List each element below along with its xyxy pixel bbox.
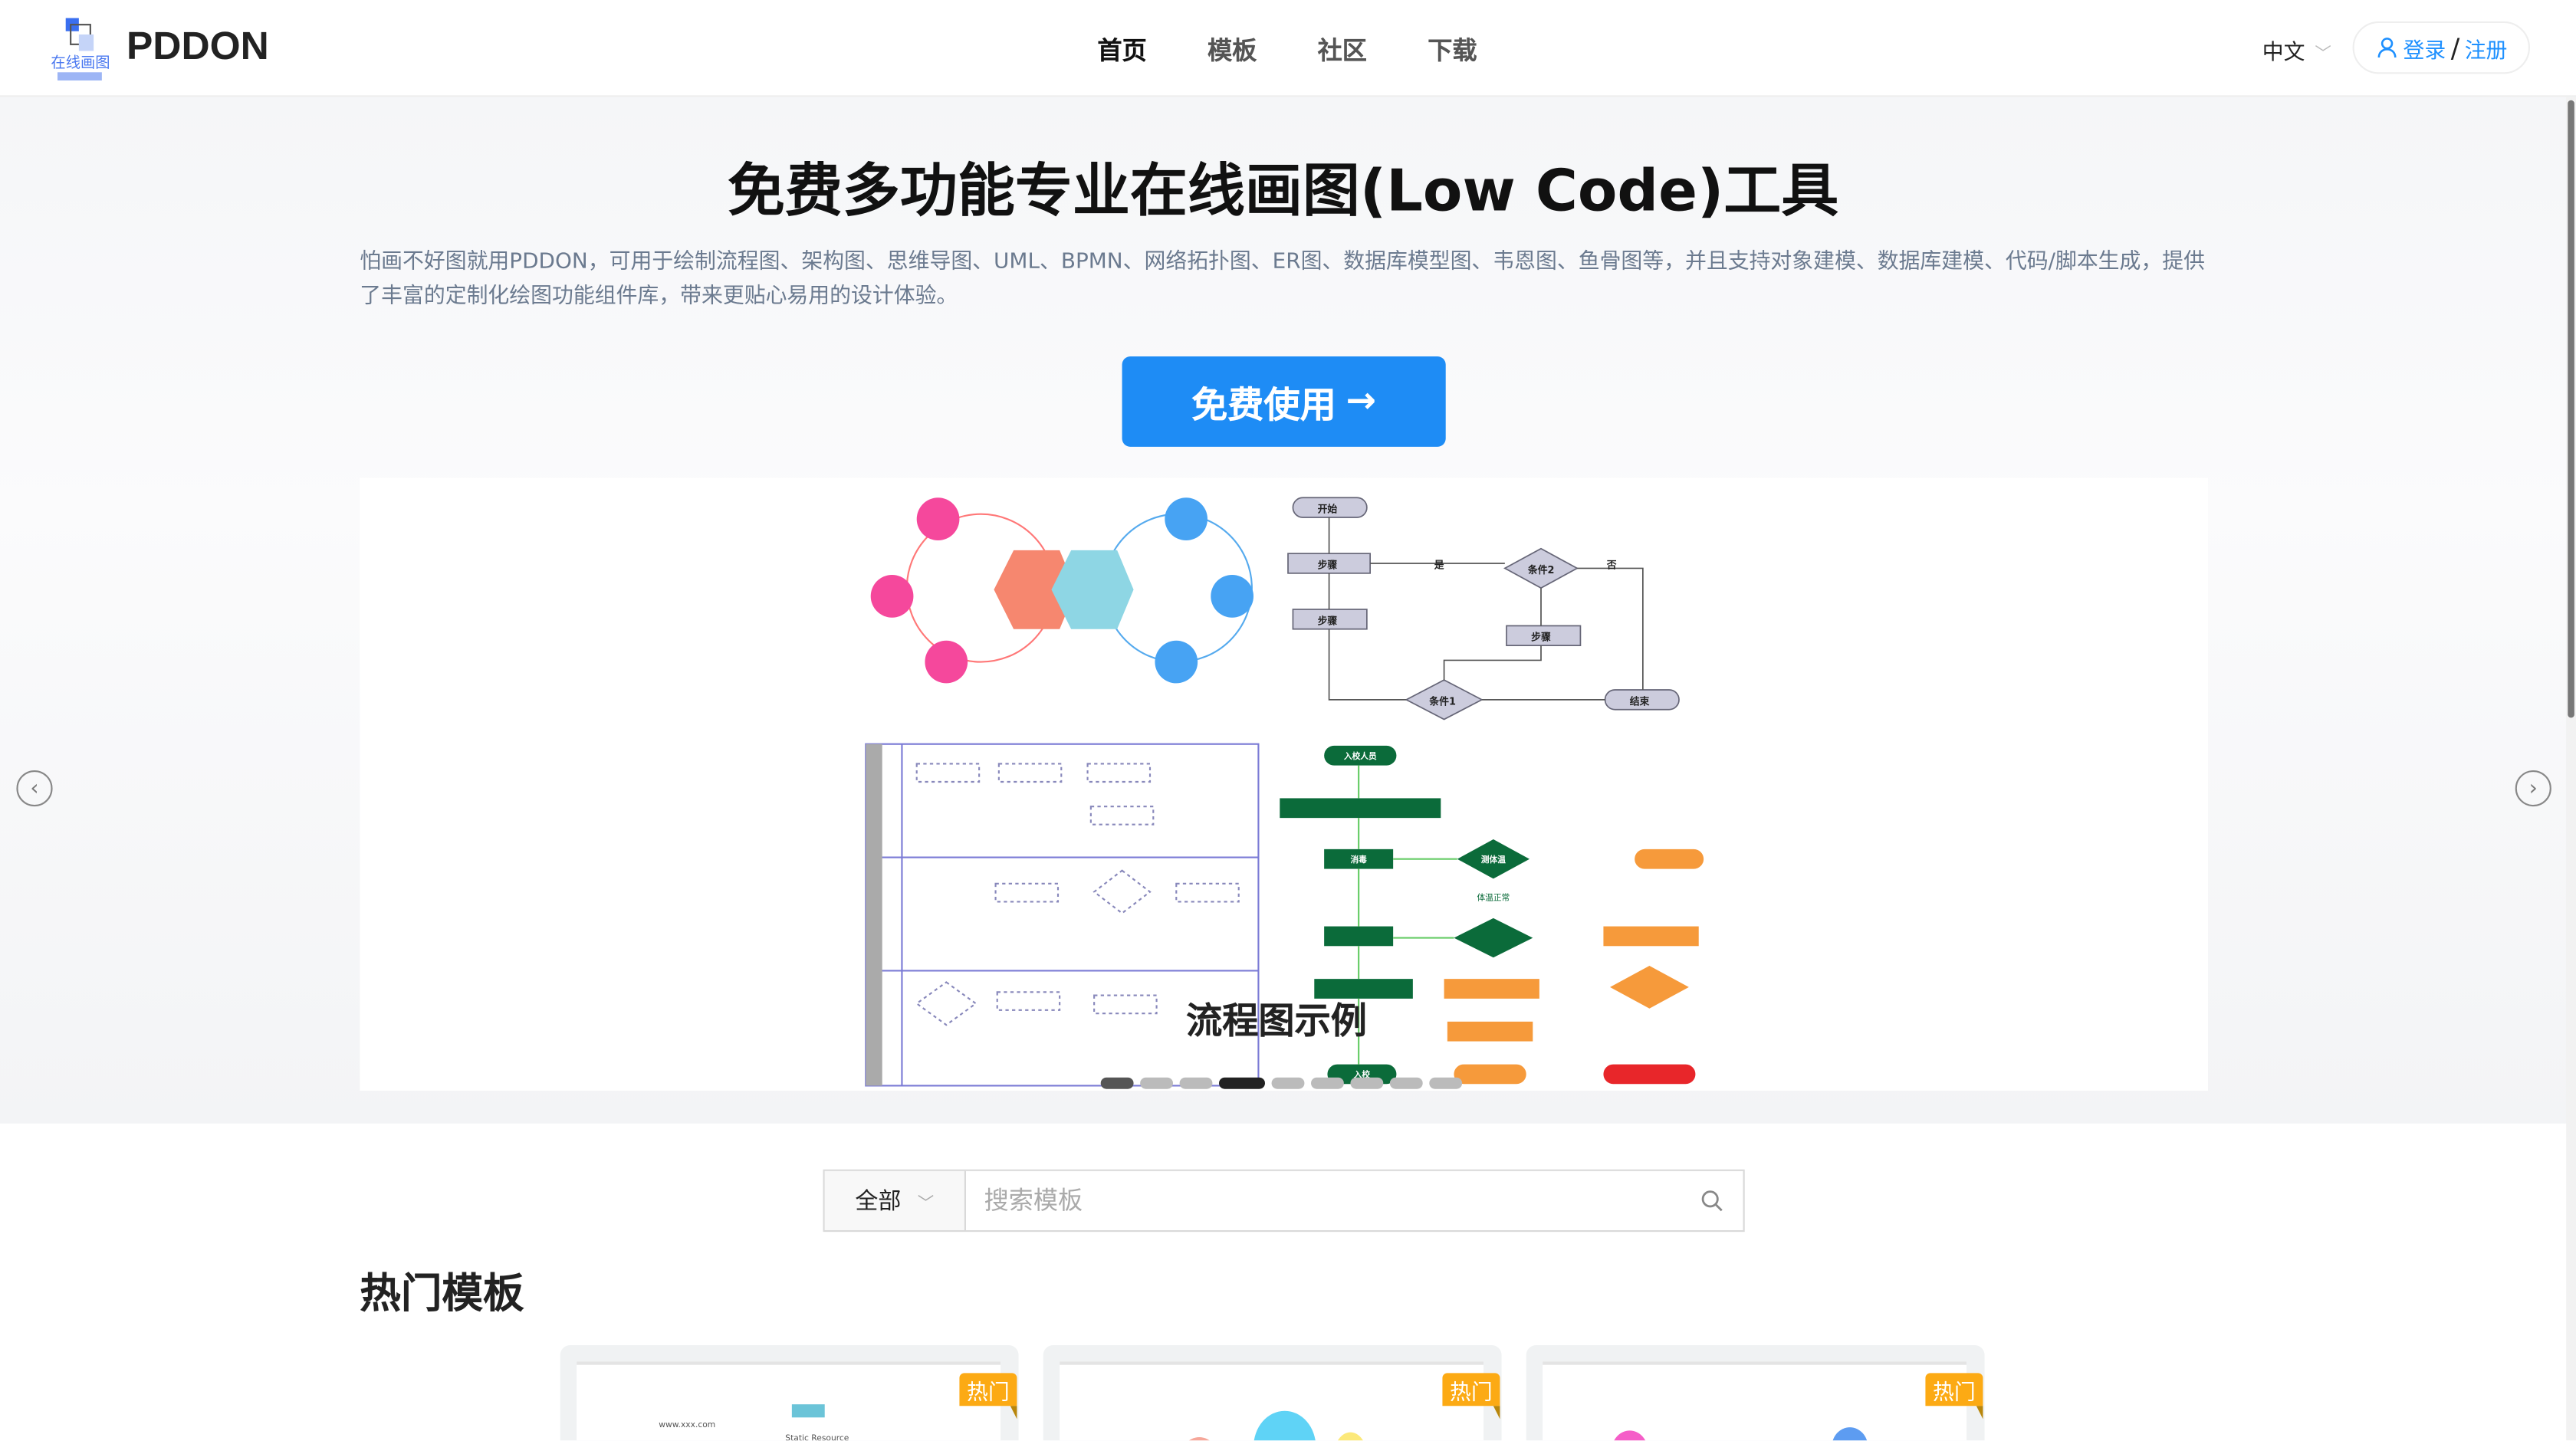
chevron-down-icon: ﹀ [2315, 46, 2331, 64]
diagram-label-enter-school: 入校 [1354, 1070, 1371, 1080]
language-label: 中文 [2262, 41, 2305, 66]
hot-badge: 热门 [1925, 1373, 1983, 1420]
chevron-right-icon: › [2528, 776, 2538, 801]
category-label: 全部 [855, 1189, 902, 1216]
diagram-label-step: 步骤 [1318, 559, 1338, 571]
carousel-dot[interactable] [1271, 1077, 1305, 1089]
hero-description: 怕画不好图就用PDDON，可用于绘制流程图、架构图、思维导图、UML、BPMN、… [360, 249, 2205, 309]
diagram-label-step: 步骤 [1531, 632, 1551, 644]
nav-community[interactable]: 社区 [1317, 36, 1367, 66]
top-navbar: 在线画图 PDDON 首页 模板 社区 下载 中文 ﹀ 登录 / 注册 [0, 0, 2576, 97]
diagram-label-disinfect: 消毒 [1350, 855, 1367, 865]
page-scrollbar[interactable] [2566, 97, 2576, 1441]
diagram-label-temp-normal: 体温正常 [1477, 892, 1510, 902]
carousel-next-button[interactable]: › [2515, 770, 2551, 807]
carousel-dot-active[interactable] [1219, 1077, 1265, 1089]
cta-label: 免费使用 [1191, 385, 1336, 427]
search-input[interactable] [966, 1170, 1681, 1230]
template-search-bar: 全部 ﹀ [823, 1169, 1745, 1233]
free-use-button[interactable]: 免费使用→ [1122, 356, 1446, 447]
example-carousel[interactable]: 开始 步骤 步骤 条件2 是 否 步骤 条件1 结束 入校人员 [360, 478, 2209, 1091]
user-icon [2377, 38, 2397, 58]
login-link[interactable]: 登录 [2403, 38, 2446, 64]
carousel-dot[interactable] [1179, 1077, 1213, 1089]
chevron-down-icon: ﹀ [917, 1194, 935, 1213]
search-icon [1701, 1190, 1723, 1212]
diagram-label-condition1: 条件1 [1428, 695, 1456, 707]
template-card[interactable]: 热门 [1526, 1345, 1985, 1441]
carousel-dot[interactable] [1311, 1077, 1344, 1089]
diagram-label-step: 步骤 [1318, 615, 1338, 627]
register-link[interactable]: 注册 [2464, 38, 2508, 64]
carousel-dot[interactable] [1140, 1077, 1173, 1089]
template-thumbnail [1060, 1361, 1484, 1441]
diagram-label-no: 否 [1606, 560, 1617, 571]
carousel-dot[interactable] [1429, 1077, 1463, 1089]
diagram-label-entry-person: 入校人员 [1344, 751, 1377, 761]
diagram-label-condition2: 条件2 [1527, 564, 1555, 576]
diagram-label-end: 结束 [1630, 695, 1650, 707]
scrollbar-thumb[interactable] [2568, 100, 2574, 718]
carousel-indicators [1100, 1077, 1463, 1089]
nav-home[interactable]: 首页 [1097, 36, 1147, 66]
hot-badge: 热门 [1442, 1373, 1500, 1420]
hot-templates-title: 热门模板 [360, 1269, 524, 1318]
category-select[interactable]: 全部 ﹀ [824, 1170, 966, 1230]
nav-download[interactable]: 下载 [1428, 36, 1477, 66]
hot-badge: 热门 [959, 1373, 1017, 1420]
flowchart-example-image: 开始 步骤 步骤 条件2 是 否 步骤 条件1 结束 入校人员 [865, 497, 1704, 1087]
nav-templates[interactable]: 模板 [1208, 36, 1257, 66]
carousel-dot[interactable] [1100, 1077, 1134, 1089]
carousel-dot[interactable] [1350, 1077, 1384, 1089]
brand-name[interactable]: PDDON [127, 25, 269, 69]
svg-text:在线画图: 在线画图 [51, 54, 110, 71]
search-button[interactable] [1681, 1171, 1743, 1230]
svg-text:Static Resource: Static Resource [785, 1433, 849, 1440]
arrow-right-icon: → [1346, 381, 1377, 422]
diagram-label-start: 开始 [1318, 504, 1338, 516]
language-select[interactable]: 中文 ﹀ [2262, 34, 2331, 66]
login-register-button[interactable]: 登录 / 注册 [2352, 21, 2530, 74]
svg-text:www.xxx.com: www.xxx.com [659, 1420, 715, 1430]
template-card[interactable]: 热门 [1043, 1345, 1502, 1441]
main-nav: 首页 模板 社区 下载 [1097, 33, 1477, 67]
chevron-left-icon: ‹ [30, 776, 39, 801]
template-thumbnail [1543, 1361, 1967, 1441]
diagram-label-yes: 是 [1434, 560, 1444, 571]
carousel-dot[interactable] [1389, 1077, 1423, 1089]
diagram-label-measure-temp: 测体温 [1481, 855, 1506, 865]
carousel-prev-button[interactable]: ‹ [16, 770, 53, 807]
carousel-caption: 流程图示例 [1186, 1002, 1367, 1043]
hero-title: 免费多功能专业在线画图(Low Code)工具 [727, 159, 1839, 225]
logo[interactable]: 在线画图 [49, 13, 115, 82]
separator: / [2450, 31, 2460, 64]
